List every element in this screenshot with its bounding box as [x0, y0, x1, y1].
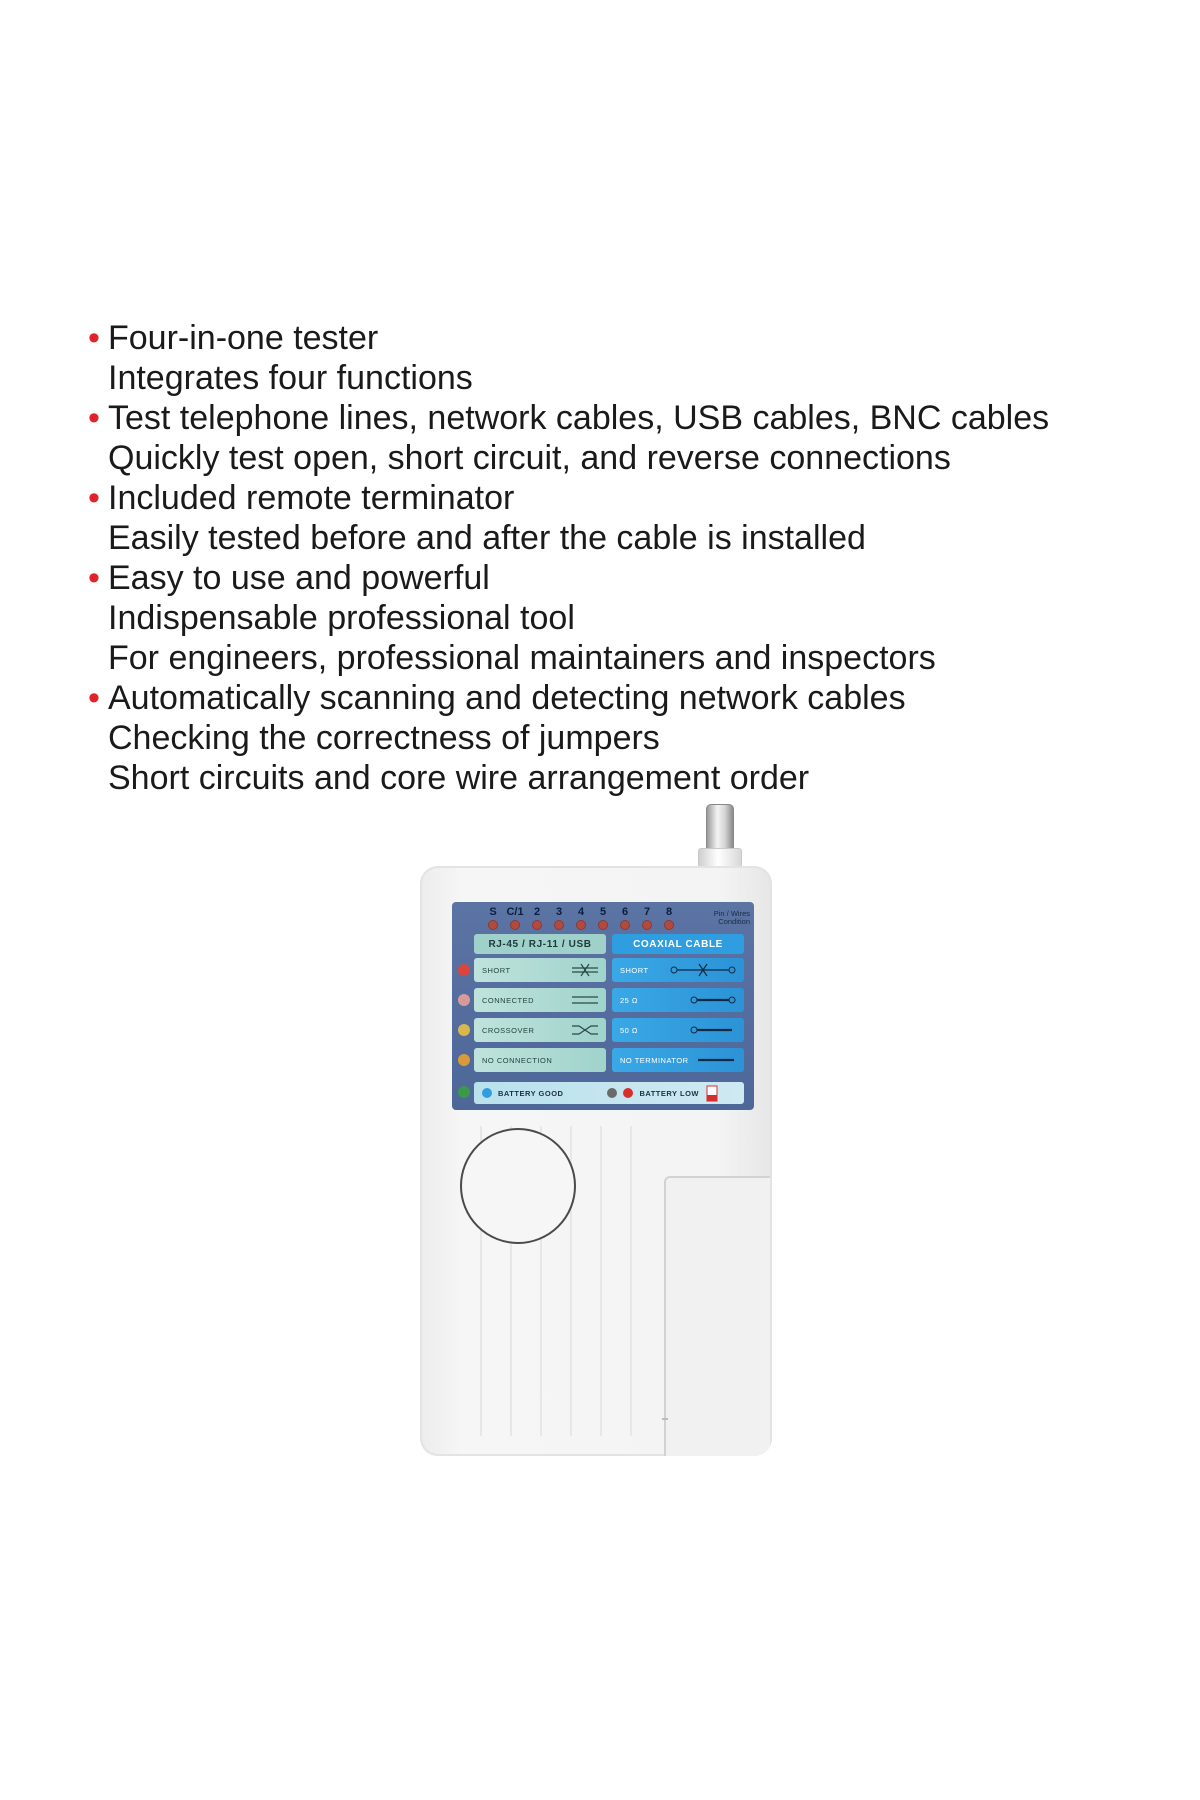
pin-label: 3: [555, 906, 563, 918]
coaxial-header: COAXIAL CABLE: [612, 934, 744, 954]
battery-icon: [706, 1085, 718, 1102]
pin-led: [665, 921, 673, 929]
coax-short-icon: [670, 963, 736, 977]
bullet-icon: •: [88, 399, 100, 437]
feature-item: • Included remote terminator Easily test…: [86, 478, 1166, 558]
feature-line: Indispensable professional tool: [108, 599, 575, 637]
row-label: NO TERMINATOR: [620, 1055, 689, 1065]
row-label: 50 Ω: [620, 1025, 639, 1035]
case-rib: [480, 1126, 482, 1436]
battery-low-label: BATTERY LOW: [639, 1088, 699, 1098]
feature-item: • Easy to use and powerful Indispensable…: [86, 558, 1166, 678]
coax-no-terminator-icon: [698, 1058, 734, 1062]
test-button[interactable]: [460, 1128, 576, 1244]
battery-bar: BATTERY GOOD BATTERY LOW: [474, 1082, 744, 1104]
case-rib: [630, 1126, 632, 1436]
feature-line: For engineers, professional maintainers …: [108, 639, 936, 677]
cable-tester-device: S C/1 2 3 4 5 6 7 8 Pin / Wires Conditio…: [420, 866, 772, 1456]
feature-line: Included remote terminator: [108, 479, 515, 517]
feature-item: • Four-in-one tester Integrates four fun…: [86, 318, 1166, 398]
feature-line: Checking the correctness of jumpers: [108, 719, 660, 757]
coax-row-no-terminator: NO TERMINATOR: [612, 1048, 744, 1072]
coax-25ohm-icon: [690, 996, 736, 1004]
connected-symbol-icon: [572, 996, 598, 1004]
feature-line: Short circuits and core wire arrangement…: [108, 759, 810, 797]
pin-label: 5: [599, 906, 607, 918]
bnc-connector: [696, 800, 744, 870]
pin-label: 8: [665, 906, 673, 918]
case-rib: [510, 1126, 512, 1436]
feature-list: • Four-in-one tester Integrates four fun…: [86, 318, 1166, 798]
feature-item: • Automatically scanning and detecting n…: [86, 678, 1166, 798]
feature-line: Easily tested before and after the cable…: [108, 519, 866, 557]
pin-label: S: [489, 906, 497, 918]
feature-line: Test telephone lines, network cables, US…: [108, 399, 1050, 437]
crossover-symbol-icon: [572, 1025, 598, 1035]
row-label: SHORT: [620, 965, 649, 975]
feature-line: Easy to use and powerful: [108, 559, 490, 597]
coax-row-short: SHORT: [612, 958, 744, 982]
coax-row-50ohm: 50 Ω: [612, 1018, 744, 1042]
battery-good-label: BATTERY GOOD: [498, 1088, 564, 1098]
pin-led: [533, 921, 541, 929]
rj45-row-no-connection: NO CONNECTION: [474, 1048, 606, 1072]
pin-label: 4: [577, 906, 585, 918]
port-cover[interactable]: [662, 1176, 770, 1456]
status-led: [458, 964, 470, 976]
pin-led: [555, 921, 563, 929]
coax-row-25ohm: 25 Ω: [612, 988, 744, 1012]
case-rib: [540, 1126, 542, 1436]
rj45-row-crossover: CROSSOVER: [474, 1018, 606, 1042]
pin-led: [511, 921, 519, 929]
status-led: [458, 994, 470, 1006]
pin-label: 6: [621, 906, 629, 918]
pin-condition-label: Pin / Wires Condition: [698, 910, 750, 926]
pin-label: 7: [643, 906, 651, 918]
status-led: [458, 1024, 470, 1036]
port-cover-notch: [662, 1418, 668, 1420]
bullet-icon: •: [88, 679, 100, 717]
feature-line: Automatically scanning and detecting net…: [108, 679, 906, 717]
coax-50ohm-icon: [690, 1026, 732, 1034]
pin-led: [577, 921, 585, 929]
feature-item: • Test telephone lines, network cables, …: [86, 398, 1166, 478]
feature-line: Quickly test open, short circuit, and re…: [108, 439, 951, 477]
row-label: CROSSOVER: [482, 1025, 535, 1035]
battery-indicator-dot: [607, 1088, 618, 1098]
pin-label: C/1: [506, 906, 524, 918]
bullet-icon: •: [88, 319, 100, 357]
feature-line: Four-in-one tester: [108, 319, 379, 357]
row-label: 25 Ω: [620, 995, 639, 1005]
pin-led: [489, 921, 497, 929]
bullet-icon: •: [88, 479, 100, 517]
row-label: SHORT: [482, 965, 511, 975]
pin-condition-line: Condition: [718, 917, 750, 926]
row-label: NO CONNECTION: [482, 1055, 553, 1065]
case-rib: [600, 1126, 602, 1436]
row-label: CONNECTED: [482, 995, 535, 1005]
bnc-connector-body: [706, 804, 734, 852]
status-led: [458, 1054, 470, 1066]
battery-led: [458, 1086, 470, 1098]
pin-led: [599, 921, 607, 929]
rj45-row-short: SHORT: [474, 958, 606, 982]
bnc-connector-base: [698, 848, 742, 868]
indicator-panel: S C/1 2 3 4 5 6 7 8 Pin / Wires Conditio…: [452, 902, 754, 1110]
short-symbol-icon: [572, 963, 598, 977]
feature-line: Integrates four functions: [108, 359, 473, 397]
rj45-row-connected: CONNECTED: [474, 988, 606, 1012]
battery-good-dot: [482, 1088, 492, 1098]
pin-label: 2: [533, 906, 541, 918]
case-rib: [570, 1126, 572, 1436]
rj45-header: RJ-45 / RJ-11 / USB: [474, 934, 606, 954]
battery-low-dot: [623, 1088, 634, 1098]
pin-led: [643, 921, 651, 929]
pin-condition-line: Pin / Wires: [713, 909, 750, 918]
pin-led: [621, 921, 629, 929]
bullet-icon: •: [88, 559, 100, 597]
